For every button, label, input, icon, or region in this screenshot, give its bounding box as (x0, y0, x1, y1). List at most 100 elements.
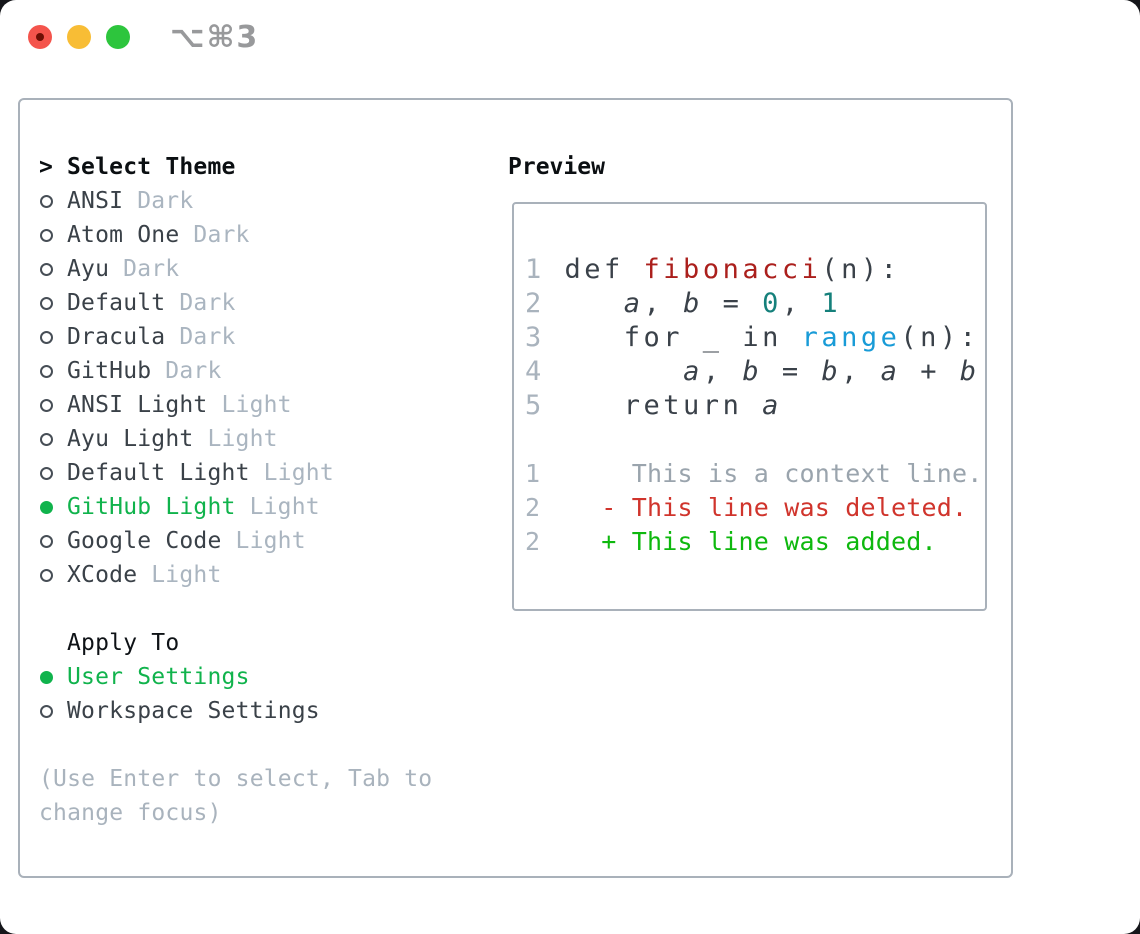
radio-marker (39, 670, 67, 684)
traffic-light-minimize-icon[interactable] (67, 25, 91, 49)
theme-item[interactable]: Dracula Dark (39, 320, 479, 354)
preview-code-line: 3 for _ in range(n): (525, 321, 985, 355)
preview-code-line: 5 return a (525, 389, 985, 423)
window-title: ⌥⌘3 (170, 20, 260, 55)
token-del: - This line was deleted. (601, 493, 968, 522)
token-vr: a (880, 356, 901, 387)
theme-menu-title: Select Theme (67, 154, 236, 180)
radio-marker (39, 568, 67, 582)
theme-variant-tag: Dark (193, 222, 250, 248)
token-ln: 2 (525, 288, 545, 319)
theme-variant-tag: Light (249, 494, 320, 520)
hint-line: change focus) (39, 800, 222, 826)
theme-item-label: Dracula (67, 324, 166, 350)
preview-blank-line (525, 423, 985, 457)
theme-variant-tag: Light (151, 562, 222, 588)
theme-variant-tag: Dark (137, 188, 194, 214)
theme-variant-tag: Dark (179, 290, 236, 316)
theme-item[interactable]: XCode Light (39, 558, 479, 592)
radio-marker (39, 466, 67, 480)
token-ln: 3 (525, 322, 545, 353)
theme-item-label: Default Light (67, 460, 250, 486)
preview-diff-line: 2 - This line was deleted. (525, 491, 985, 525)
radio-icon (40, 194, 53, 208)
theme-item[interactable]: ANSI Dark (39, 184, 479, 218)
token-vr: a (762, 390, 782, 421)
token-vr: b (821, 356, 842, 387)
token-pl (540, 527, 601, 556)
token-pl: = (762, 356, 822, 387)
token-bi: range (801, 322, 901, 353)
theme-item-label: Google Code (67, 528, 222, 554)
radio-icon (40, 398, 53, 412)
token-pl (540, 459, 632, 488)
theme-item-label: Ayu (67, 256, 110, 282)
radio-marker (39, 432, 67, 446)
token-ln: 1 (525, 459, 541, 488)
token-add: + This line was added. (601, 527, 937, 556)
theme-item-label: XCode (67, 562, 138, 588)
token-ln: 2 (525, 527, 541, 556)
radio-marker (39, 330, 67, 344)
traffic-light-zoom-icon[interactable] (106, 25, 130, 49)
token-ln: 1 (525, 254, 545, 285)
theme-variant-tag: Light (207, 426, 278, 452)
radio-icon (40, 466, 53, 480)
token-pl: for _ in (544, 322, 802, 353)
token-pl: return (544, 390, 763, 421)
theme-item-label: ANSI (67, 188, 124, 214)
token-vr: a (683, 356, 703, 387)
radio-marker (39, 534, 67, 548)
theme-variant-tag: Dark (179, 324, 236, 350)
token-pl (545, 356, 683, 387)
radio-icon (40, 432, 53, 446)
token-fn: fibonacci (643, 254, 822, 285)
theme-menu-header: > Select Theme (39, 150, 479, 184)
radio-marker (39, 296, 67, 310)
cursor-marker: > (39, 154, 67, 180)
radio-marker (39, 262, 67, 276)
apply-to-header: Apply To (39, 626, 479, 660)
token-ln: 4 (525, 356, 545, 387)
theme-item[interactable]: Google Code Light (39, 524, 479, 558)
token-vr: b (959, 356, 980, 387)
preview-code-line: 1 def fibonacci(n): (525, 253, 985, 287)
token-pl: (n): (821, 254, 901, 285)
radio-marker (39, 364, 67, 378)
apply-to-title: Apply To (67, 630, 180, 656)
token-pl: (n): (900, 322, 980, 353)
token-pl: + (900, 356, 960, 387)
radio-marker (39, 704, 67, 718)
apply-option[interactable]: User Settings (39, 660, 479, 694)
spacer (39, 728, 479, 762)
theme-variant-tag: Light (235, 528, 306, 554)
apply-option-label: User Settings (67, 664, 250, 690)
radio-icon (40, 228, 53, 242)
token-nm: 1 (821, 288, 842, 319)
radio-marker (39, 194, 67, 208)
preview-code-line: 2 a, b = 0, 1 (525, 287, 985, 321)
theme-variant-tag: Dark (165, 358, 222, 384)
traffic-light-close-icon[interactable] (28, 25, 52, 49)
radio-marker (39, 500, 67, 514)
radio-selected-icon (40, 500, 53, 514)
apply-option-label: Workspace Settings (67, 698, 320, 724)
spacer (39, 592, 479, 626)
theme-item-label: ANSI Light (67, 392, 208, 418)
radio-icon (40, 704, 53, 718)
radio-selected-icon (40, 670, 53, 684)
apply-option[interactable]: Workspace Settings (39, 694, 479, 728)
token-pl (545, 288, 624, 319)
token-pl: = (702, 288, 763, 319)
